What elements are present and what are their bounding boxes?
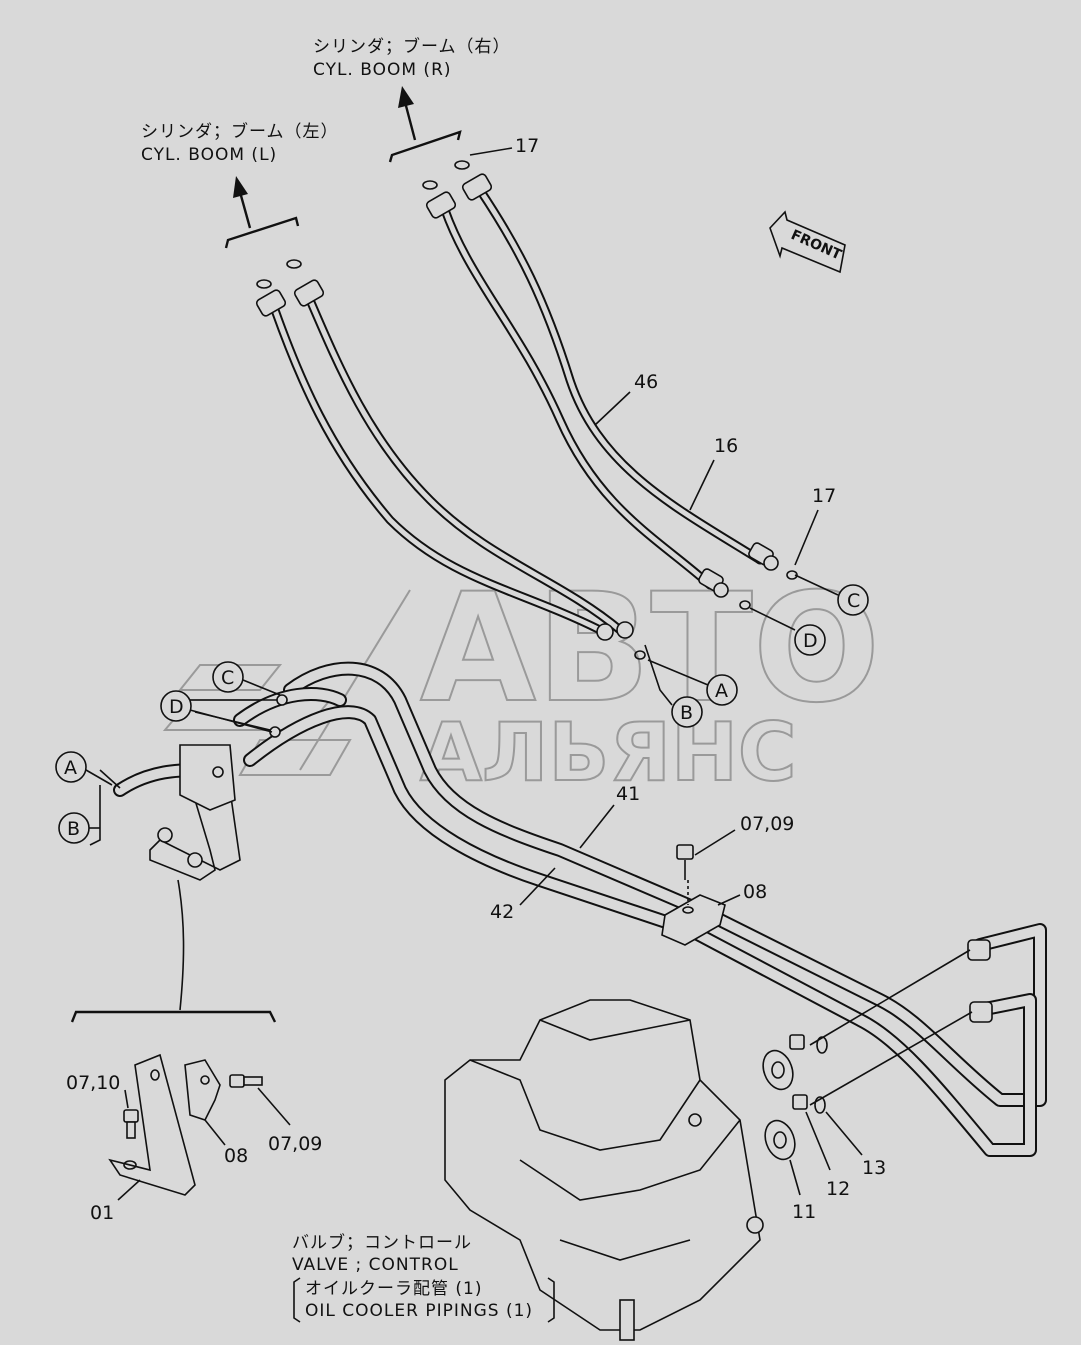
pipings-en-label: OIL COOLER PIPINGS (1) — [305, 1301, 533, 1321]
leader-11 — [789, 1159, 801, 1196]
bolt-0709-icon — [676, 844, 694, 905]
circle-a-right: A — [647, 659, 738, 706]
part-11: 11 — [792, 1201, 816, 1223]
boom-r-jp-label: シリンダ；ブーム（右） — [313, 36, 511, 57]
circle-c-right: C — [794, 574, 869, 616]
part-16: 16 — [714, 435, 738, 457]
part-46: 46 — [634, 371, 658, 393]
caption-right-bracket — [547, 1277, 555, 1323]
leader-46 — [594, 391, 631, 426]
pipe-end-fittings-icon — [809, 939, 993, 1106]
detail-bracket-01 — [108, 1053, 196, 1196]
svg-text:D: D — [169, 696, 184, 718]
circle-b-right: B — [644, 644, 703, 728]
leader-42 — [519, 867, 556, 906]
boom-r-en-label: CYL. BOOM (R) — [313, 60, 452, 80]
leader-08b — [204, 1119, 226, 1146]
valve-en-label: VALVE ; CONTROL — [292, 1255, 459, 1275]
leader-0709b — [257, 1087, 291, 1126]
svg-text:C: C — [847, 590, 860, 612]
o-rings-top-icon — [256, 160, 470, 289]
flange-11-upper-icon — [762, 1049, 794, 1091]
svg-text:C: C — [221, 667, 234, 689]
caption-left-bracket — [293, 1277, 301, 1323]
boom-r-arrow-icon — [388, 86, 462, 163]
boom-l-en-label: CYL. BOOM (L) — [141, 145, 277, 165]
leader-16 — [689, 459, 715, 511]
part-41: 41 — [616, 783, 640, 805]
watermark-line2: АЛЬЯНС — [420, 706, 797, 799]
bolt-12-icon — [789, 1034, 808, 1110]
leader-17a — [469, 147, 513, 156]
leader-0709a — [694, 829, 736, 856]
detail-bracket-line — [70, 1010, 277, 1023]
part-13: 13 — [862, 1157, 886, 1179]
part-01: 01 — [90, 1202, 114, 1224]
svg-text:B: B — [67, 818, 80, 840]
svg-text:A: A — [715, 680, 728, 702]
pipings-jp-label: オイルクーラ配管 (1) — [305, 1279, 482, 1299]
circle-a-left: A — [55, 751, 113, 786]
svg-text:A: A — [64, 757, 77, 779]
detail-bolt-0710-icon — [123, 1109, 139, 1139]
control-valve-body — [444, 999, 764, 1341]
detail-leader-line — [177, 879, 185, 1011]
part-12: 12 — [826, 1178, 850, 1200]
svg-text:D: D — [803, 630, 818, 652]
part-08-upper: 08 — [743, 881, 767, 903]
leader-41 — [579, 804, 615, 849]
leader-0710 — [124, 1089, 129, 1109]
left-bracket-assembly — [89, 694, 288, 881]
detail-clamp-08 — [184, 1059, 221, 1121]
leader-01 — [117, 1179, 141, 1201]
leader-13 — [825, 1111, 863, 1156]
leader-08a — [717, 894, 741, 906]
boom-l-arrow-icon — [224, 176, 300, 249]
detail-bolt-0709-icon — [229, 1074, 263, 1088]
leader-12 — [805, 1111, 831, 1171]
hose-left-pair — [255, 279, 798, 660]
part-0709-detail: 07,09 — [268, 1133, 322, 1155]
part-08-detail: 08 — [224, 1145, 248, 1167]
circle-d-left: D — [160, 690, 273, 733]
circle-b-left: B — [58, 812, 100, 844]
part-42: 42 — [490, 901, 514, 923]
front-arrow-icon: FRONT — [769, 210, 846, 274]
valve-jp-label: バルブ；コントロール — [292, 1232, 472, 1253]
flange-11-lower-icon — [764, 1119, 796, 1161]
svg-text:B: B — [680, 702, 693, 724]
leader-17b — [794, 509, 819, 566]
pipe-clamp-08 — [661, 894, 726, 946]
part-0709-upper: 07,09 — [740, 813, 794, 835]
circle-d-right: D — [749, 607, 826, 656]
circle-c-left: C — [212, 661, 281, 696]
boom-l-jp-label: シリンダ；ブーム（左） — [141, 121, 339, 142]
part-0710: 07,10 — [66, 1072, 120, 1094]
part-17-top: 17 — [515, 135, 539, 157]
part-17-right: 17 — [812, 485, 836, 507]
hose-16-46 — [425, 173, 779, 598]
